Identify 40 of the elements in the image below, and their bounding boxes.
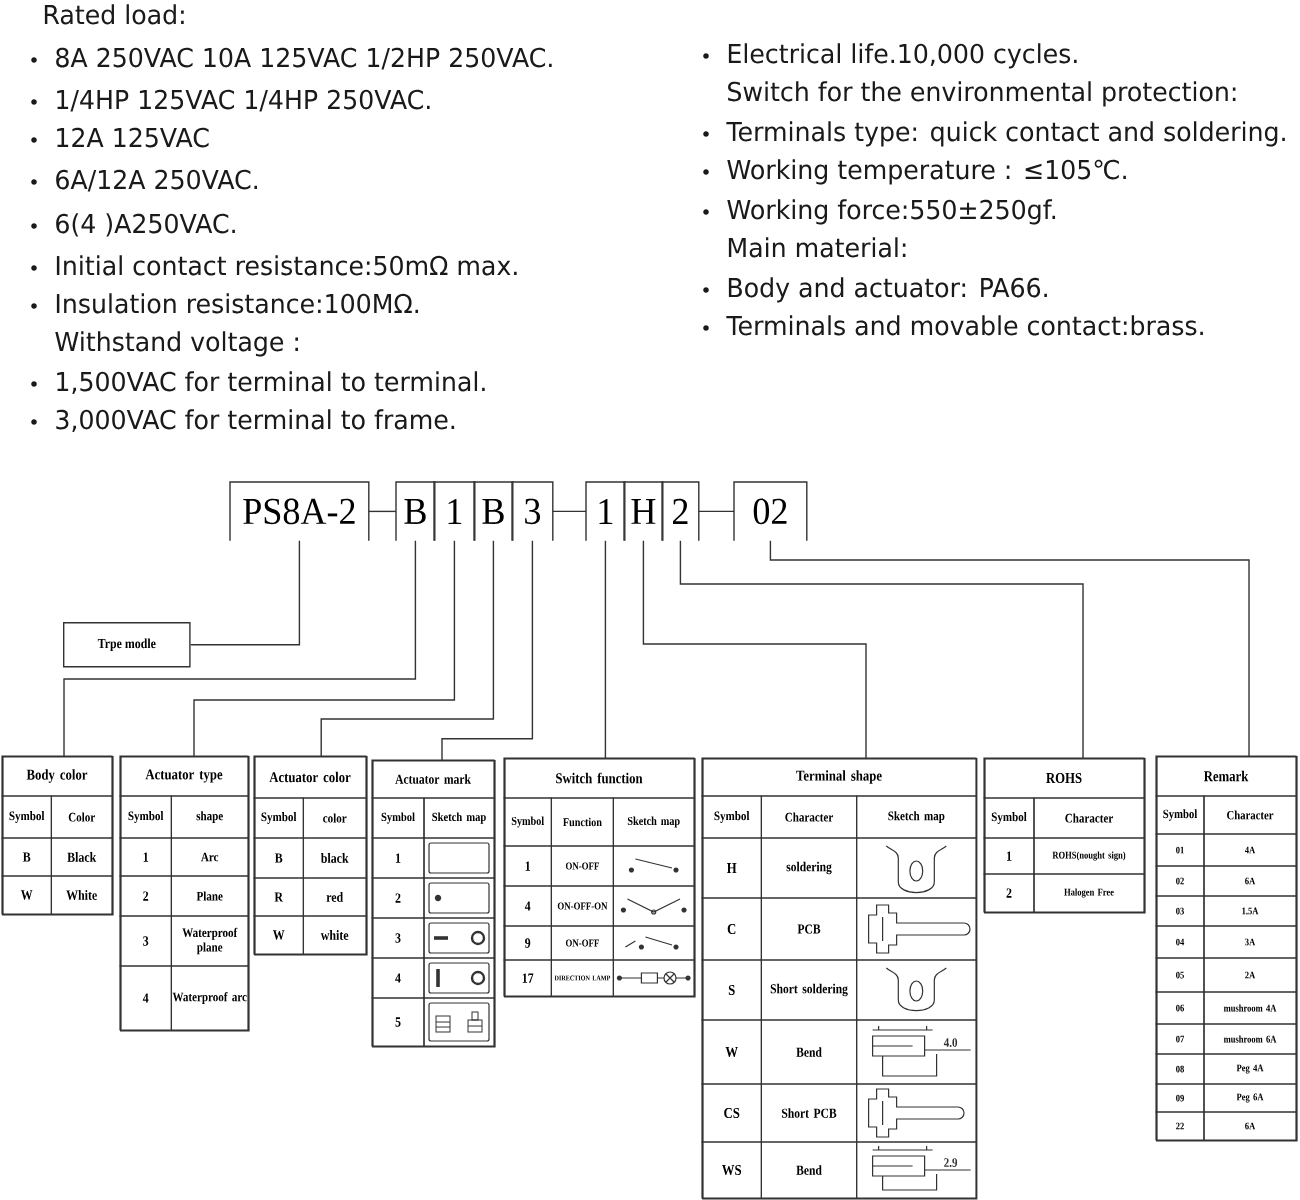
code-box: 3 (511, 481, 554, 542)
note-text: 6(4 )A250VAC. (56, 213, 235, 237)
note-text: 8A 250VAC 10A 125VAC 1/2HP 250VAC. (56, 47, 552, 70)
leader-line (63, 540, 417, 757)
note-text: 1/4HP 125VAC 1/4HP 250VAC. (57, 89, 430, 112)
leader-line (679, 540, 1084, 759)
leader-line (441, 540, 534, 761)
note-text: Electrical life.10,000 cycles. (728, 43, 1077, 69)
leader-line (189, 540, 301, 646)
connector-line (698, 510, 735, 513)
code-box: 02 (733, 481, 808, 542)
note-text: 12A 125VAC (57, 127, 209, 148)
connector-line (368, 510, 397, 513)
leader-line (769, 540, 1250, 757)
note-text: Switch for the environmental protection: (728, 81, 1236, 107)
code-box: 1 (433, 481, 476, 542)
note-text: Working temperature : ≤105℃. (727, 159, 1126, 185)
note-text: Terminals type: quick contact and soldering. (726, 121, 1285, 147)
code-box: 1 (585, 481, 626, 542)
code-box: B (395, 481, 436, 542)
note-text: Rated load: (44, 4, 184, 25)
note-text: Body and actuator: PA66. (728, 277, 1047, 303)
code-box: B (473, 481, 514, 542)
code-box: H (623, 481, 664, 542)
note-text: 6A/12A 250VAC. (56, 169, 258, 192)
code-box: PS8A-2 (229, 481, 370, 542)
note-text: Terminals and movable contact:brass. (726, 315, 1203, 336)
note-text: 3,000VAC for terminal to frame. (56, 409, 455, 432)
connector-line (552, 510, 587, 513)
note-text: Withstand voltage : (55, 331, 298, 357)
note-text: Main material: (728, 237, 906, 258)
leader-line (604, 540, 607, 759)
leader-line (320, 540, 495, 757)
note-text: 1,500VAC for terminal to terminal. (57, 371, 485, 394)
note-text: Insulation resistance:100MΩ. (56, 293, 419, 314)
note-text: Initial contact resistance:50mΩ max. (56, 255, 517, 276)
code-box: 2 (661, 481, 700, 542)
leader-line (193, 540, 456, 757)
note-text: Working force:550±250gf. (727, 199, 1056, 225)
leader-line (642, 540, 867, 759)
